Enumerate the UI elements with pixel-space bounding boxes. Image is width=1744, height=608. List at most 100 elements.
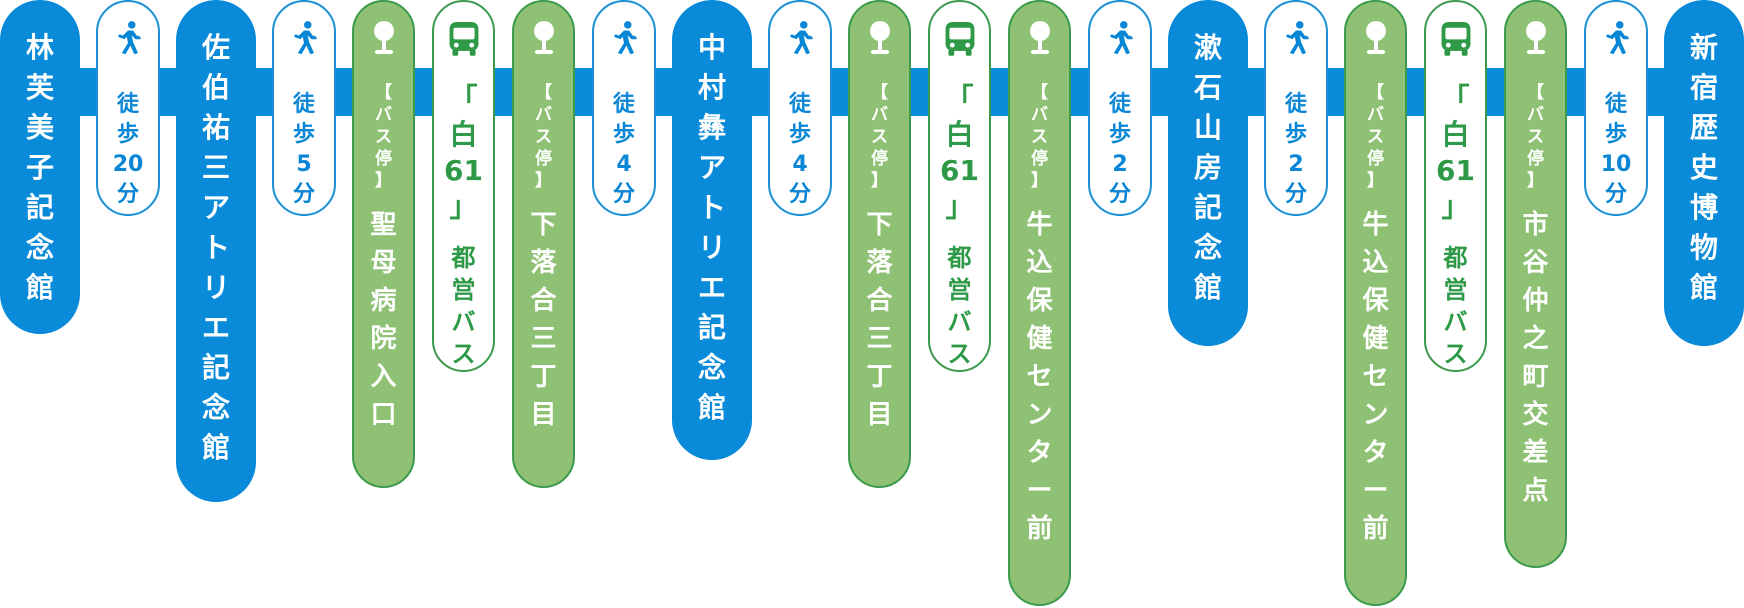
place-char: 館 (25, 271, 54, 304)
place-char: エ (697, 271, 726, 304)
stop-char: 目 (530, 400, 557, 430)
walk-char: 分 (1284, 182, 1307, 207)
place-char: 村 (697, 71, 726, 104)
stop-char: タ (1026, 438, 1053, 468)
stop-char: 落 (530, 248, 557, 278)
walk-char: 分 (116, 182, 139, 207)
walk-char: 分 (1108, 182, 1131, 207)
place-char: リ (201, 271, 230, 304)
bus-stop-label-char: 】 (1527, 171, 1544, 191)
place-char: 念 (201, 391, 230, 424)
place-hayashi-fumiko-memorial[interactable]: 林 芙 美 子 記 念 館 (0, 0, 80, 334)
stop-char: 下 (866, 210, 893, 240)
place-soseki-sanbo-memorial[interactable]: 漱 石 山 房 記 念 館 (1168, 0, 1248, 346)
walk-char: 徒 (1604, 92, 1627, 117)
stop-char: 院 (370, 324, 397, 354)
walk-char: 歩 (1604, 122, 1627, 147)
stop-char: 丁 (530, 362, 557, 392)
walk-minutes: 4 (792, 152, 808, 177)
walking-person-icon (790, 21, 813, 55)
place-char: リ (697, 231, 726, 264)
bus-operator-char: 営 (451, 276, 476, 304)
place-char: 館 (1689, 271, 1718, 304)
walk-minutes: 5 (296, 152, 312, 177)
bus-route-char: 「 (449, 81, 478, 115)
place-nakamura-tsune-atelier[interactable]: 中 村 彝 ア ト リ エ 記 念 館 (672, 0, 752, 460)
stop-char: 込 (1362, 248, 1389, 278)
walk-minutes: 4 (616, 152, 632, 177)
bus-stop-label-char: バ (871, 105, 888, 125)
bus-stop-shimoochiai-3[interactable]: 【 バ ス 停 】 下 落 合 三 丁 目 (848, 0, 911, 488)
place-char: ト (697, 191, 726, 224)
place-char: 子 (25, 151, 54, 184)
walking-person-icon (118, 21, 141, 55)
place-char: 館 (201, 431, 230, 464)
place-char: 記 (697, 311, 726, 344)
stop-char: ン (1026, 400, 1053, 430)
stop-char: 合 (530, 286, 557, 316)
walk-char: 歩 (116, 122, 139, 147)
walk-char: 歩 (1284, 122, 1307, 147)
walk-char: 徒 (612, 92, 635, 117)
bus-stop-label-char: バ (535, 105, 552, 125)
place-char: ト (201, 231, 230, 264)
bus-stop-label-char: 【 (1031, 83, 1048, 103)
place-char: 館 (1193, 271, 1222, 304)
walk-minutes: 20 (112, 152, 144, 177)
walk-char: 歩 (612, 122, 635, 147)
stop-char: 町 (1522, 362, 1549, 392)
walking-person-icon (614, 21, 637, 55)
place-char: 宿 (1689, 71, 1718, 104)
bus-route-char: 「 (945, 81, 974, 115)
place-char: 歴 (1689, 111, 1718, 144)
place-char: 念 (697, 351, 726, 384)
place-char: 山 (1193, 111, 1222, 144)
place-char: 漱 (1193, 31, 1222, 64)
bus-stop-ichigaya-nakanocho[interactable]: 【 バ ス 停 】 市 谷 仲 之 町 交 差 点 (1504, 0, 1567, 568)
stop-char: 健 (1026, 324, 1053, 354)
bus-stop-icon (1029, 21, 1050, 54)
bus-operator-char: 営 (947, 276, 972, 304)
bus-stop-label-char: 【 (375, 83, 392, 103)
stop-char: 三 (866, 324, 893, 354)
stop-char: 牛 (1362, 210, 1389, 240)
place-char: 記 (1193, 191, 1222, 224)
stop-char: 牛 (1026, 210, 1053, 240)
place-saeki-yuzo-atelier[interactable]: 佐 伯 祐 三 ア ト リ エ 記 念 館 (176, 0, 256, 502)
place-char: 中 (697, 31, 726, 64)
bus-icon (945, 22, 974, 56)
bus-stop-icon (533, 21, 554, 54)
bus-stop-label-char: ス (1031, 127, 1048, 147)
walk-char: 分 (612, 182, 635, 207)
place-shinjuku-historical-museum[interactable]: 新 宿 歴 史 博 物 館 (1664, 0, 1744, 346)
stop-char: 目 (866, 400, 893, 430)
stop-char: 口 (370, 400, 397, 430)
stop-char: 之 (1522, 324, 1549, 354)
bus-stop-seibo-hospital[interactable]: 【 バ ス 停 】 聖 母 病 院 入 口 (352, 0, 415, 488)
bus-stop-ushigome-health-center[interactable]: 【 バ ス 停 】 牛 込 保 健 セ ン タ ー 前 (1344, 0, 1407, 606)
place-char: 記 (201, 351, 230, 384)
bus-stop-label-char: バ (375, 105, 392, 125)
bus-stop-label-char: ス (1367, 127, 1384, 147)
place-char: ア (697, 151, 726, 184)
place-char: 林 (25, 31, 54, 64)
stop-char: セ (1362, 362, 1389, 392)
bus-stop-label-char: バ (1031, 105, 1048, 125)
bus-operator-char: ス (1443, 340, 1468, 368)
walk-char: 分 (292, 182, 315, 207)
bus-stop-shimoochiai-3[interactable]: 【 バ ス 停 】 下 落 合 三 丁 目 (512, 0, 575, 488)
stop-char: ー (1026, 476, 1053, 506)
walk-segment: 徒 歩 4 分 (768, 0, 832, 216)
bus-stop-label-char: ス (535, 127, 552, 147)
bus-stop-ushigome-health-center[interactable]: 【 バ ス 停 】 牛 込 保 健 セ ン タ ー 前 (1008, 0, 1071, 606)
bus-operator-char: ス (947, 340, 972, 368)
bus-operator-char: ス (451, 340, 476, 368)
stop-char: 保 (1362, 286, 1389, 316)
place-char: 美 (25, 111, 54, 144)
stop-char: セ (1026, 362, 1053, 392)
walk-char: 歩 (1108, 122, 1131, 147)
walk-char: 歩 (788, 122, 811, 147)
bus-route-number: 61 (444, 153, 483, 187)
bus-stop-label-char: ス (375, 127, 392, 147)
bus-stop-icon (1525, 21, 1546, 54)
